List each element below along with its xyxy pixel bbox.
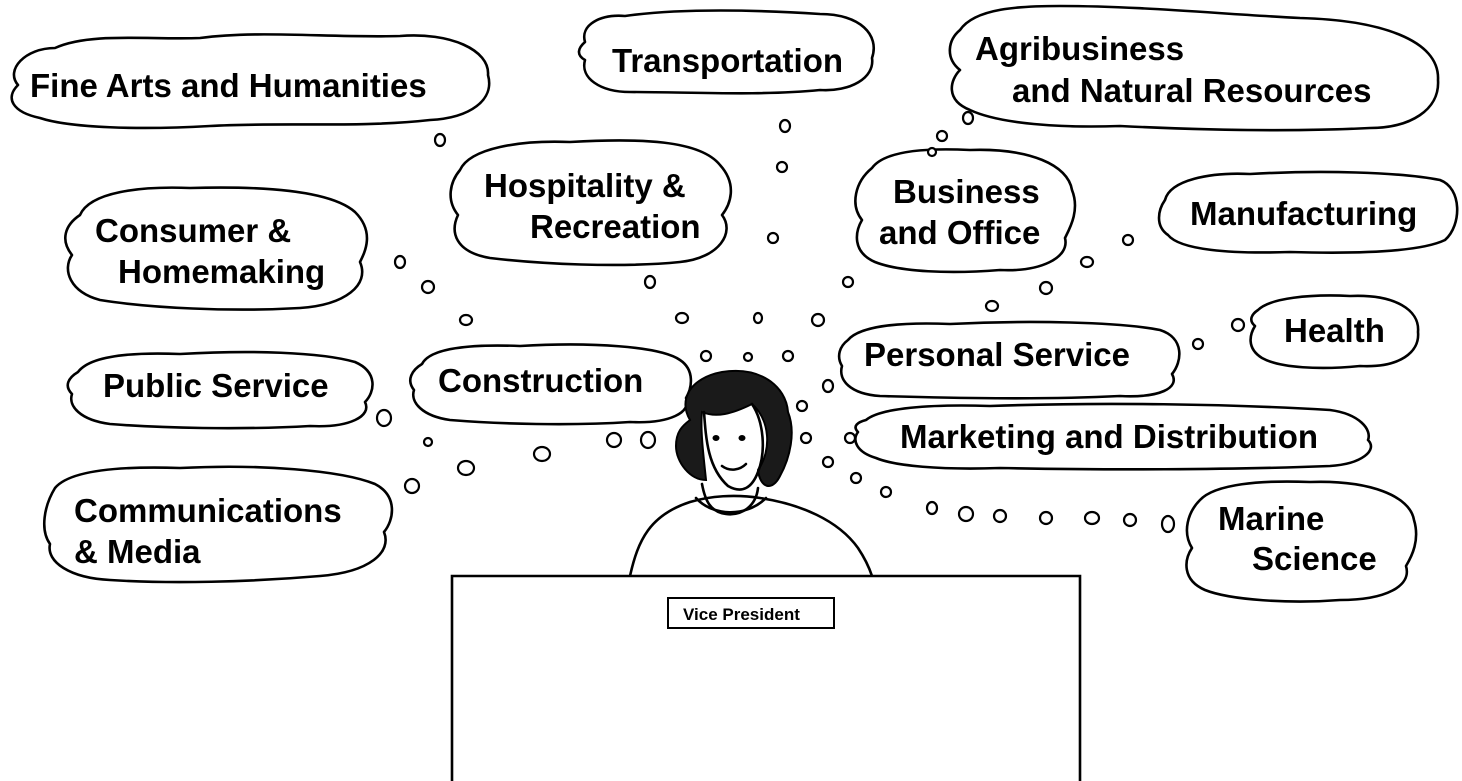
cloud-marketing: Marketing and Distribution: [854, 402, 1373, 471]
cloud-label-manufacturing: Manufacturing: [1190, 195, 1417, 232]
cloud-label-business-1: Business: [893, 173, 1040, 210]
cloud-label-agribusiness-1: Agribusiness: [975, 30, 1184, 67]
nameplate: [667, 597, 835, 629]
cloud-consumer: Consumer & Homemaking: [64, 186, 369, 311]
thought-bubbles: [375, 110, 1246, 534]
cloud-label-marketing: Marketing and Distribution: [900, 418, 1318, 455]
cloud-label-construction: Construction: [438, 362, 643, 399]
cloud-label-consumer-2: Homemaking: [118, 253, 325, 290]
cloud-business: Business and Office: [854, 148, 1077, 274]
cloud-construction: Construction: [409, 343, 693, 426]
cloud-label-transportation: Transportation: [612, 42, 843, 79]
cloud-agribusiness: Agribusiness and Natural Resources: [948, 4, 1440, 132]
cloud-label-fine-arts: Fine Arts and Humanities: [30, 67, 427, 104]
nameplate-label: Vice President: [683, 605, 800, 624]
cloud-label-hospitality-2: Recreation: [530, 208, 701, 245]
cloud-label-communications-2: & Media: [74, 533, 201, 570]
cloud-label-personal-service: Personal Service: [864, 336, 1130, 373]
cloud-transportation: Transportation: [577, 9, 875, 95]
cloud-marine: Marine Science: [1185, 480, 1418, 603]
cloud-label-business-2: and Office: [879, 214, 1040, 251]
cloud-label-public-service: Public Service: [103, 367, 329, 404]
cloud-label-agribusiness-2: and Natural Resources: [1012, 72, 1371, 109]
cloud-label-hospitality-1: Hospitality &: [484, 167, 686, 204]
cloud-label-marine-2: Science: [1252, 540, 1377, 577]
cloud-label-health: Health: [1284, 312, 1385, 349]
cloud-hospitality: Hospitality & Recreation: [449, 139, 733, 267]
cloud-label-consumer-1: Consumer &: [95, 212, 291, 249]
cloud-communications: Communications & Media: [42, 465, 394, 584]
person-illustration: [628, 369, 874, 578]
cloud-label-communications-1: Communications: [74, 492, 342, 529]
cloud-public-service: Public Service: [66, 350, 374, 430]
cloud-fine-arts: Fine Arts and Humanities: [10, 33, 491, 130]
cloud-health: Health: [1249, 294, 1420, 370]
cloud-personal-service: Personal Service: [837, 320, 1181, 400]
cloud-label-marine-1: Marine: [1218, 500, 1324, 537]
desk: Vice President: [450, 574, 1082, 781]
cloud-manufacturing: Manufacturing: [1157, 170, 1459, 254]
